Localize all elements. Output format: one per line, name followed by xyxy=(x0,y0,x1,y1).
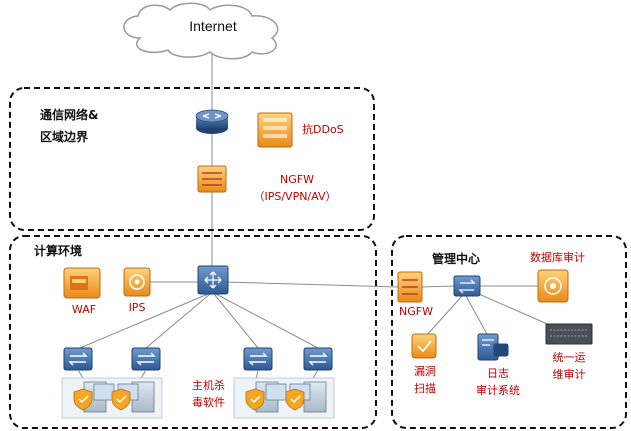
ngfw-mgmt-icon xyxy=(397,271,423,303)
line-mgmt-ngfw-switch xyxy=(419,285,457,288)
line-core-sw3 xyxy=(213,293,259,349)
ops-audit-label-line2: 维审计 xyxy=(552,368,586,381)
access-switch-icon xyxy=(63,347,93,371)
ngfw-border-label-line1: NGFW xyxy=(280,173,314,186)
line-core-sw4 xyxy=(215,293,319,349)
vulnerability-scan-icon xyxy=(411,333,437,359)
access-switch-icon xyxy=(131,347,161,371)
shield-icon xyxy=(285,388,305,411)
ips-icon xyxy=(123,267,151,297)
host-av-label-line2: 毒软件 xyxy=(192,396,225,409)
line-mgmt-switch-vuln xyxy=(425,295,463,337)
ops-audit-label-line1: 统一运 xyxy=(552,351,586,364)
log-audit-label-line1: 日志 xyxy=(487,367,509,380)
line-mgmt-switch-log xyxy=(465,295,489,337)
ips-label: IPS xyxy=(128,301,146,314)
line-core-mgmt-ngfw xyxy=(225,281,399,288)
core-switch-icon xyxy=(197,265,229,295)
zone-compute xyxy=(9,235,377,429)
line-core-sw2 xyxy=(145,293,211,349)
internet-label: Internet xyxy=(189,18,237,34)
waf-icon xyxy=(63,267,101,299)
access-switch-icon xyxy=(303,347,333,371)
router-icon xyxy=(195,109,229,134)
zone-border-title-line2: 区域边界 xyxy=(40,130,89,144)
access-switch-icon xyxy=(243,347,273,371)
line-mgmt-switch-ops xyxy=(473,291,553,327)
log-audit-icon xyxy=(477,333,509,361)
zone-border-title-line1: 通信网络& xyxy=(40,108,99,122)
zone-border xyxy=(9,87,375,231)
shield-icon xyxy=(245,388,265,411)
line-core-sw1 xyxy=(79,293,209,349)
ddos-label: 抗DDoS xyxy=(302,123,344,136)
rack-server-icon xyxy=(545,323,593,345)
connection-lines xyxy=(79,48,553,349)
zone-compute-title: 计算环境 xyxy=(34,244,83,258)
shield-icon xyxy=(73,388,93,411)
shield-icon xyxy=(111,388,131,411)
vuln-scan-label-line1: 漏洞 xyxy=(414,365,436,378)
ngfw-mgmt-label: NGFW xyxy=(399,305,433,318)
mgmt-switch-icon xyxy=(453,275,481,297)
host-av-label-line1: 主机杀 xyxy=(192,379,225,392)
database-audit-icon xyxy=(537,269,569,303)
zone-management xyxy=(391,235,627,429)
zone-management-title: 管理中心 xyxy=(432,252,481,266)
vuln-scan-label-line2: 扫描 xyxy=(414,382,436,395)
waf-label: WAF xyxy=(71,303,97,316)
ddos-firewall-icon xyxy=(257,112,293,148)
ngfw-border-icon xyxy=(197,165,227,193)
ngfw-border-label-line2: （IPS/VPN/AV） xyxy=(253,190,337,203)
log-audit-label-line2: 审计系统 xyxy=(476,384,520,397)
internet-cloud xyxy=(123,2,279,60)
db-audit-label: 数据库审计 xyxy=(530,251,585,264)
